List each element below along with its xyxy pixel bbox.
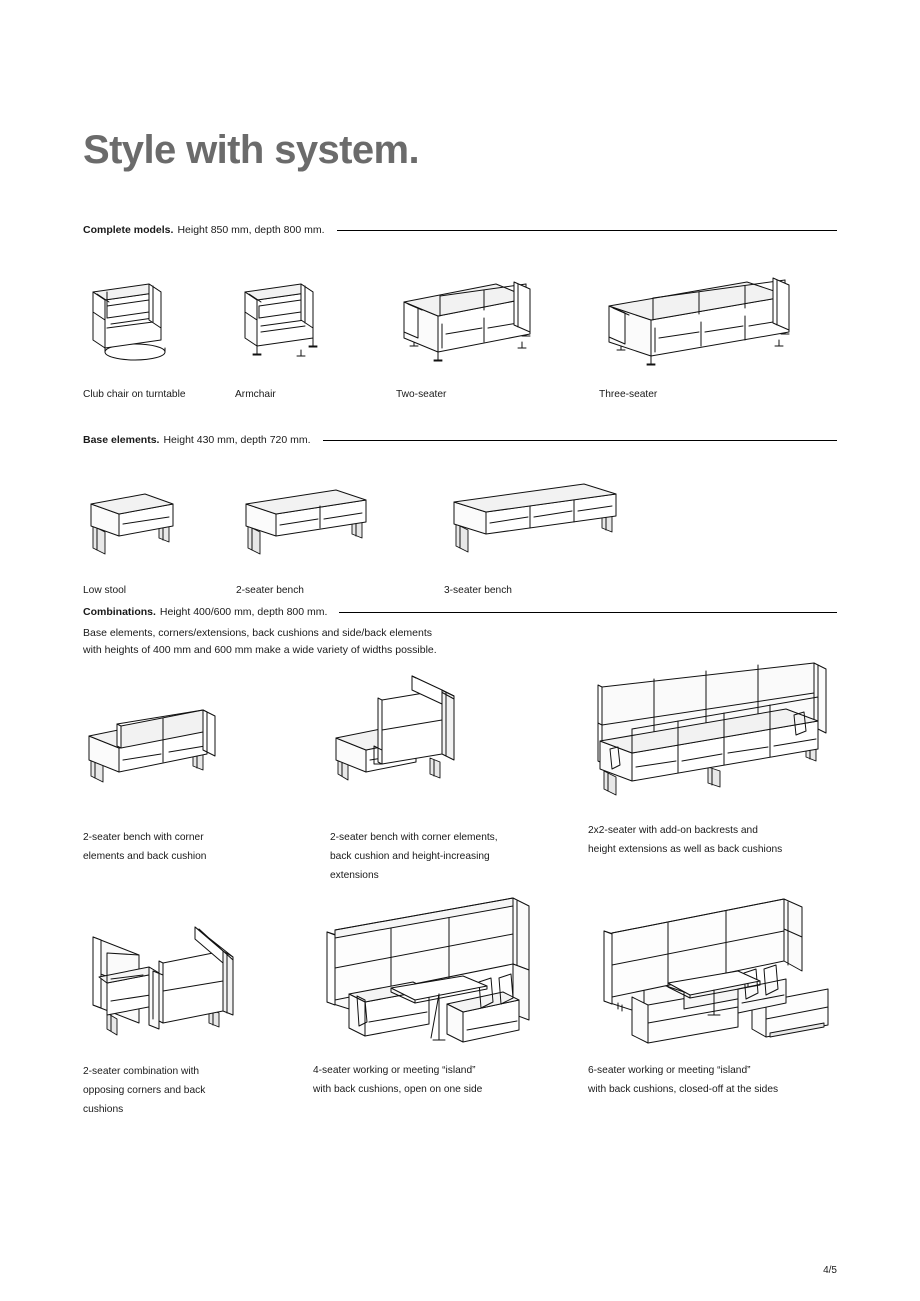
page-title: Style with system.	[83, 128, 420, 172]
item-two-by-two-seater: 2x2-seater with add-on backrests and hei…	[588, 655, 838, 859]
section-subtitle: Height 850 mm, depth 800 mm.	[177, 224, 325, 236]
caption-bench-corner-height-extension: 2-seater bench with corner elements, bac…	[330, 828, 570, 885]
section-lead: Base elements.	[83, 434, 160, 446]
combinations-row-2: 2-seater combination with opposing corne…	[0, 895, 920, 1135]
item-four-seater-island: 4-seater working or meeting “island” wit…	[313, 890, 563, 1099]
club-chair-figure	[92, 283, 166, 361]
section-subtitle: Height 430 mm, depth 720 mm.	[163, 434, 311, 446]
description-line-2: with heights of 400 mm and 600 mm make a…	[83, 643, 437, 656]
two-seater-figure	[403, 281, 531, 362]
caption-bench-corner-back-cushion: 2-seater bench with corner elements and …	[83, 828, 313, 866]
three-seater-figure	[608, 277, 790, 366]
caption-line: 2x2-seater with add-on backrests and	[588, 825, 758, 836]
caption-line: elements and back cushion	[83, 851, 207, 862]
section-rule	[336, 230, 837, 231]
armchair-figure	[244, 283, 318, 357]
description-line-1: Base elements, corners/extensions, back …	[83, 627, 433, 639]
section-base-elements: Base elements. Height 430 mm, depth 720 …	[83, 434, 837, 446]
item-three-seater: Three-seater	[599, 262, 814, 404]
item-two-seater-bench: 2-seater bench	[236, 474, 386, 600]
caption-armchair: Armchair	[235, 389, 276, 400]
caption-line: 2-seater combination with	[83, 1066, 200, 1077]
section-subtitle: Height 400/600 mm, depth 800 mm.	[159, 606, 328, 618]
base-elements-figures: Low stool 2-seater bench	[0, 474, 920, 596]
item-club-chair-on-turntable: Club chair on turntable	[83, 262, 203, 404]
caption-line: cushions	[83, 1104, 124, 1115]
section-header-complete-models: Complete models. Height 850 mm, depth 80…	[83, 224, 837, 236]
caption-line: extensions	[330, 870, 379, 881]
caption-line: 6-seater working or meeting “island”	[588, 1065, 751, 1076]
bench-corner-height-extension-figure	[335, 675, 455, 781]
complete-models-figures: Club chair on turntable	[0, 262, 920, 400]
opposing-corners-figure	[92, 926, 234, 1036]
item-bench-corner-height-extension: 2-seater bench with corner elements, bac…	[330, 660, 570, 885]
caption-four-seater-island: 4-seater working or meeting “island” wit…	[313, 1061, 563, 1099]
item-three-seater-bench: 3-seater bench	[444, 474, 639, 600]
item-two-seater: Two-seater	[396, 262, 556, 404]
caption-two-seater: Two-seater	[396, 389, 447, 400]
item-opposing-corners: 2-seater combination with opposing corne…	[83, 905, 313, 1119]
low-stool-figure	[90, 493, 174, 555]
caption-line: with back cushions, open on one side	[313, 1084, 483, 1095]
section-rule	[322, 440, 837, 441]
item-bench-corner-back-cushion: 2-seater bench with corner elements and …	[83, 680, 313, 866]
item-armchair: Armchair	[235, 262, 355, 404]
caption-opposing-corners: 2-seater combination with opposing corne…	[83, 1062, 313, 1119]
combinations-row-1: 2-seater bench with corner elements and …	[0, 660, 920, 890]
section-lead: Complete models.	[83, 224, 174, 236]
caption-club-chair: Club chair on turntable	[83, 389, 186, 400]
item-six-seater-island: 6-seater working or meeting “island” wit…	[588, 885, 838, 1099]
caption-line: 4-seater working or meeting “island”	[313, 1065, 476, 1076]
caption-three-seater: Three-seater	[599, 389, 658, 400]
page-number: 4/5	[823, 1265, 837, 1276]
four-seater-island-figure	[326, 897, 530, 1043]
item-low-stool: Low stool	[83, 474, 193, 600]
caption-three-seater-bench: 3-seater bench	[444, 585, 512, 596]
two-by-two-seater-figure	[597, 662, 827, 796]
section-description: Base elements, corners/extensions, back …	[83, 625, 837, 658]
section-header-combinations: Combinations. Height 400/600 mm, depth 8…	[83, 606, 837, 618]
caption-line: opposing corners and back	[83, 1085, 206, 1096]
two-seater-bench-figure	[245, 489, 367, 555]
caption-two-by-two-seater: 2x2-seater with add-on backrests and hei…	[588, 821, 838, 859]
three-seater-bench-figure	[453, 483, 617, 553]
six-seater-island-figure	[603, 898, 829, 1044]
caption-low-stool: Low stool	[83, 585, 127, 596]
caption-line: 2-seater bench with corner elements,	[330, 832, 498, 843]
caption-line: with back cushions, closed-off at the si…	[588, 1084, 779, 1095]
section-lead: Combinations.	[83, 606, 156, 618]
caption-six-seater-island: 6-seater working or meeting “island” wit…	[588, 1061, 838, 1099]
section-header-base-elements: Base elements. Height 430 mm, depth 720 …	[83, 434, 837, 446]
section-combinations: Combinations. Height 400/600 mm, depth 8…	[83, 606, 837, 658]
caption-line: height extensions as well as back cushio…	[588, 844, 783, 855]
section-rule	[339, 612, 837, 613]
section-complete-models: Complete models. Height 850 mm, depth 80…	[83, 224, 837, 236]
caption-line: back cushion and height-increasing	[330, 851, 490, 862]
caption-line: 2-seater bench with corner	[83, 832, 204, 843]
bench-corner-back-cushion-figure	[88, 709, 216, 783]
caption-two-seater-bench: 2-seater bench	[236, 585, 304, 596]
